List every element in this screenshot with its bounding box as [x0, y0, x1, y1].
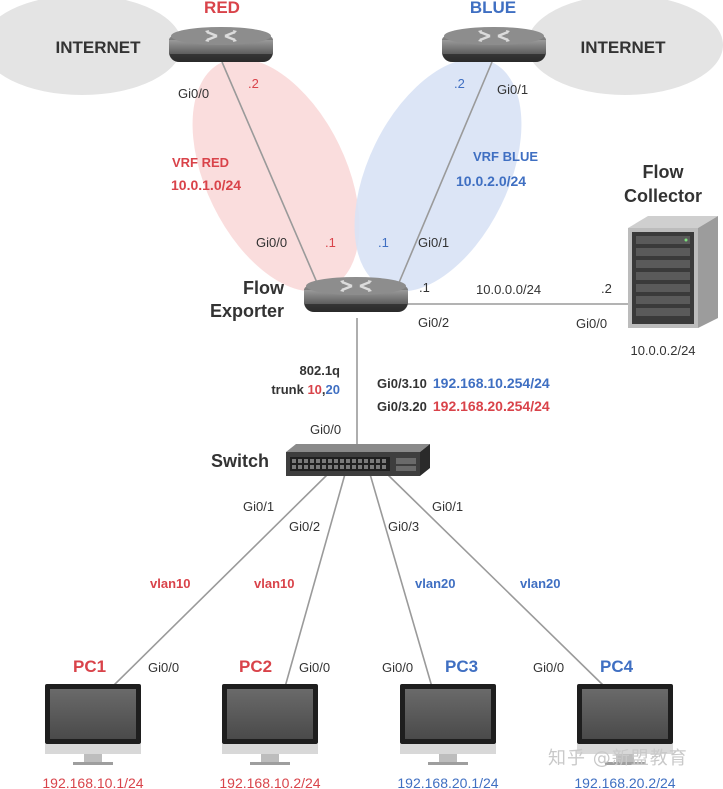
- monitor-icon: [222, 684, 318, 765]
- vrf-red-name: VRF RED: [172, 155, 229, 170]
- exporter-collector-port: Gi0/2: [418, 315, 449, 330]
- link-switch-pc4: [384, 471, 606, 688]
- exporter-title-line2: Exporter: [210, 301, 284, 321]
- blue-router-port: Gi0/1: [497, 82, 528, 97]
- pc1-vlan: vlan10: [150, 576, 190, 591]
- exporter-red-ip: .1: [325, 235, 336, 250]
- pc3-ip: 192.168.20.1/24: [397, 775, 498, 789]
- collector-port: Gi0/0: [576, 316, 607, 331]
- router-blue-title: BLUE: [470, 0, 516, 17]
- pc4-switch-port: Gi0/1: [432, 499, 463, 514]
- pc2-port: Gi0/0: [299, 660, 330, 675]
- internet-cloud-left: [0, 0, 182, 95]
- monitor-icon: [400, 684, 496, 765]
- link-switch-pc2: [284, 473, 346, 688]
- exporter-red-port: Gi0/0: [256, 235, 287, 250]
- pc2-ip: 192.168.10.2/24: [219, 775, 320, 789]
- vrf-blue-name: VRF BLUE: [473, 149, 538, 164]
- pc1-title: PC1: [73, 657, 106, 676]
- blue-router-ip: .2: [454, 76, 465, 91]
- pc3-switch-port: Gi0/3: [388, 519, 419, 534]
- exporter-title-line1: Flow: [243, 278, 285, 298]
- pc2-title: PC2: [239, 657, 272, 676]
- link-switch-pc1: [111, 471, 331, 688]
- collector-link-subnet: 10.0.0.0/24: [476, 282, 541, 297]
- monitor-icon: [45, 684, 141, 765]
- vrf-blue-subnet: 10.0.2.0/24: [456, 173, 526, 189]
- internet-label-left: INTERNET: [56, 38, 142, 57]
- pc1-switch-port: Gi0/1: [243, 499, 274, 514]
- vrf-red-subnet: 10.0.1.0/24: [171, 177, 241, 193]
- vrf-red-zone: [192, 58, 360, 292]
- watermark: 知乎 @新盟教育: [548, 748, 688, 769]
- pc1-ip: 192.168.10.1/24: [42, 775, 143, 789]
- exporter-collector-ip: .1: [419, 280, 430, 295]
- router-icon: [302, 275, 410, 314]
- exporter-blue-port: Gi0/1: [418, 235, 449, 250]
- collector-address: 10.0.0.2/24: [630, 343, 695, 358]
- switch-title: Switch: [211, 451, 269, 471]
- trunk-label-line1: 802.1q: [300, 363, 341, 378]
- pc1-port: Gi0/0: [148, 660, 179, 675]
- collector-title-line2: Collector: [624, 186, 702, 206]
- router-icon: [167, 25, 275, 64]
- pc3-title: PC3: [445, 657, 478, 676]
- pc3-vlan: vlan20: [415, 576, 455, 591]
- link-blue-exporter: [397, 61, 493, 286]
- collector-ip: .2: [601, 281, 612, 296]
- router-icon: [440, 25, 548, 64]
- switch-icon: [286, 444, 430, 476]
- exporter-blue-ip: .1: [378, 235, 389, 250]
- link-switch-pc3: [369, 473, 433, 688]
- server-icon: [628, 216, 718, 328]
- pc2-vlan: vlan10: [254, 576, 294, 591]
- pc3-port: Gi0/0: [382, 660, 413, 675]
- trunk-label-line2: trunk 10,20: [271, 382, 340, 397]
- internet-cloud-right: [527, 0, 723, 95]
- internet-label-right: INTERNET: [581, 38, 667, 57]
- collector-title-line1: Flow: [643, 162, 685, 182]
- pc2-switch-port: Gi0/2: [289, 519, 320, 534]
- link-red-exporter: [221, 61, 319, 286]
- pc4-ip: 192.168.20.2/24: [574, 775, 675, 789]
- router-red-title: RED: [204, 0, 240, 17]
- red-router-port: Gi0/0: [178, 86, 209, 101]
- vrf-blue-zone: [354, 58, 522, 292]
- pc4-vlan: vlan20: [520, 576, 560, 591]
- red-router-ip: .2: [248, 76, 259, 91]
- pc4-title: PC4: [600, 657, 634, 676]
- switch-uplink-port: Gi0/0: [310, 422, 341, 437]
- pc4-port: Gi0/0: [533, 660, 564, 675]
